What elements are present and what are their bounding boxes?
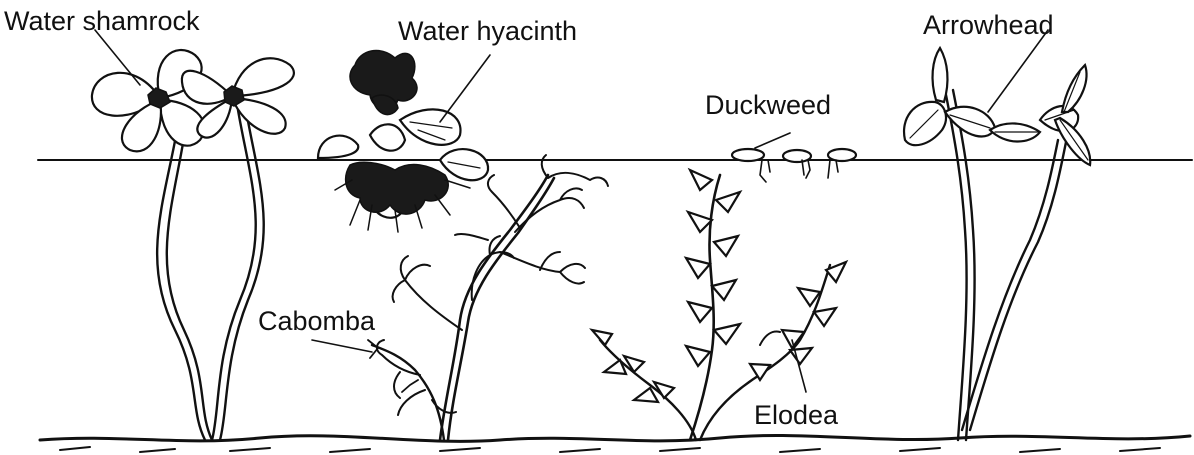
label-cabomba: Cabomba [258, 306, 376, 336]
water-hyacinth-plant [318, 51, 490, 232]
label-elodea: Elodea [754, 400, 839, 430]
label-water-shamrock: Water shamrock [4, 6, 200, 36]
label-arrowhead: Arrowhead [923, 10, 1054, 40]
pond-bottom-ground-texture [60, 447, 1160, 452]
label-water-hyacinth: Water hyacinth [398, 16, 577, 46]
label-duckweed: Duckweed [705, 90, 831, 120]
duckweed-plant [732, 133, 856, 182]
water-shamrock-plant [92, 50, 294, 440]
arrowhead-plant [904, 30, 1090, 440]
